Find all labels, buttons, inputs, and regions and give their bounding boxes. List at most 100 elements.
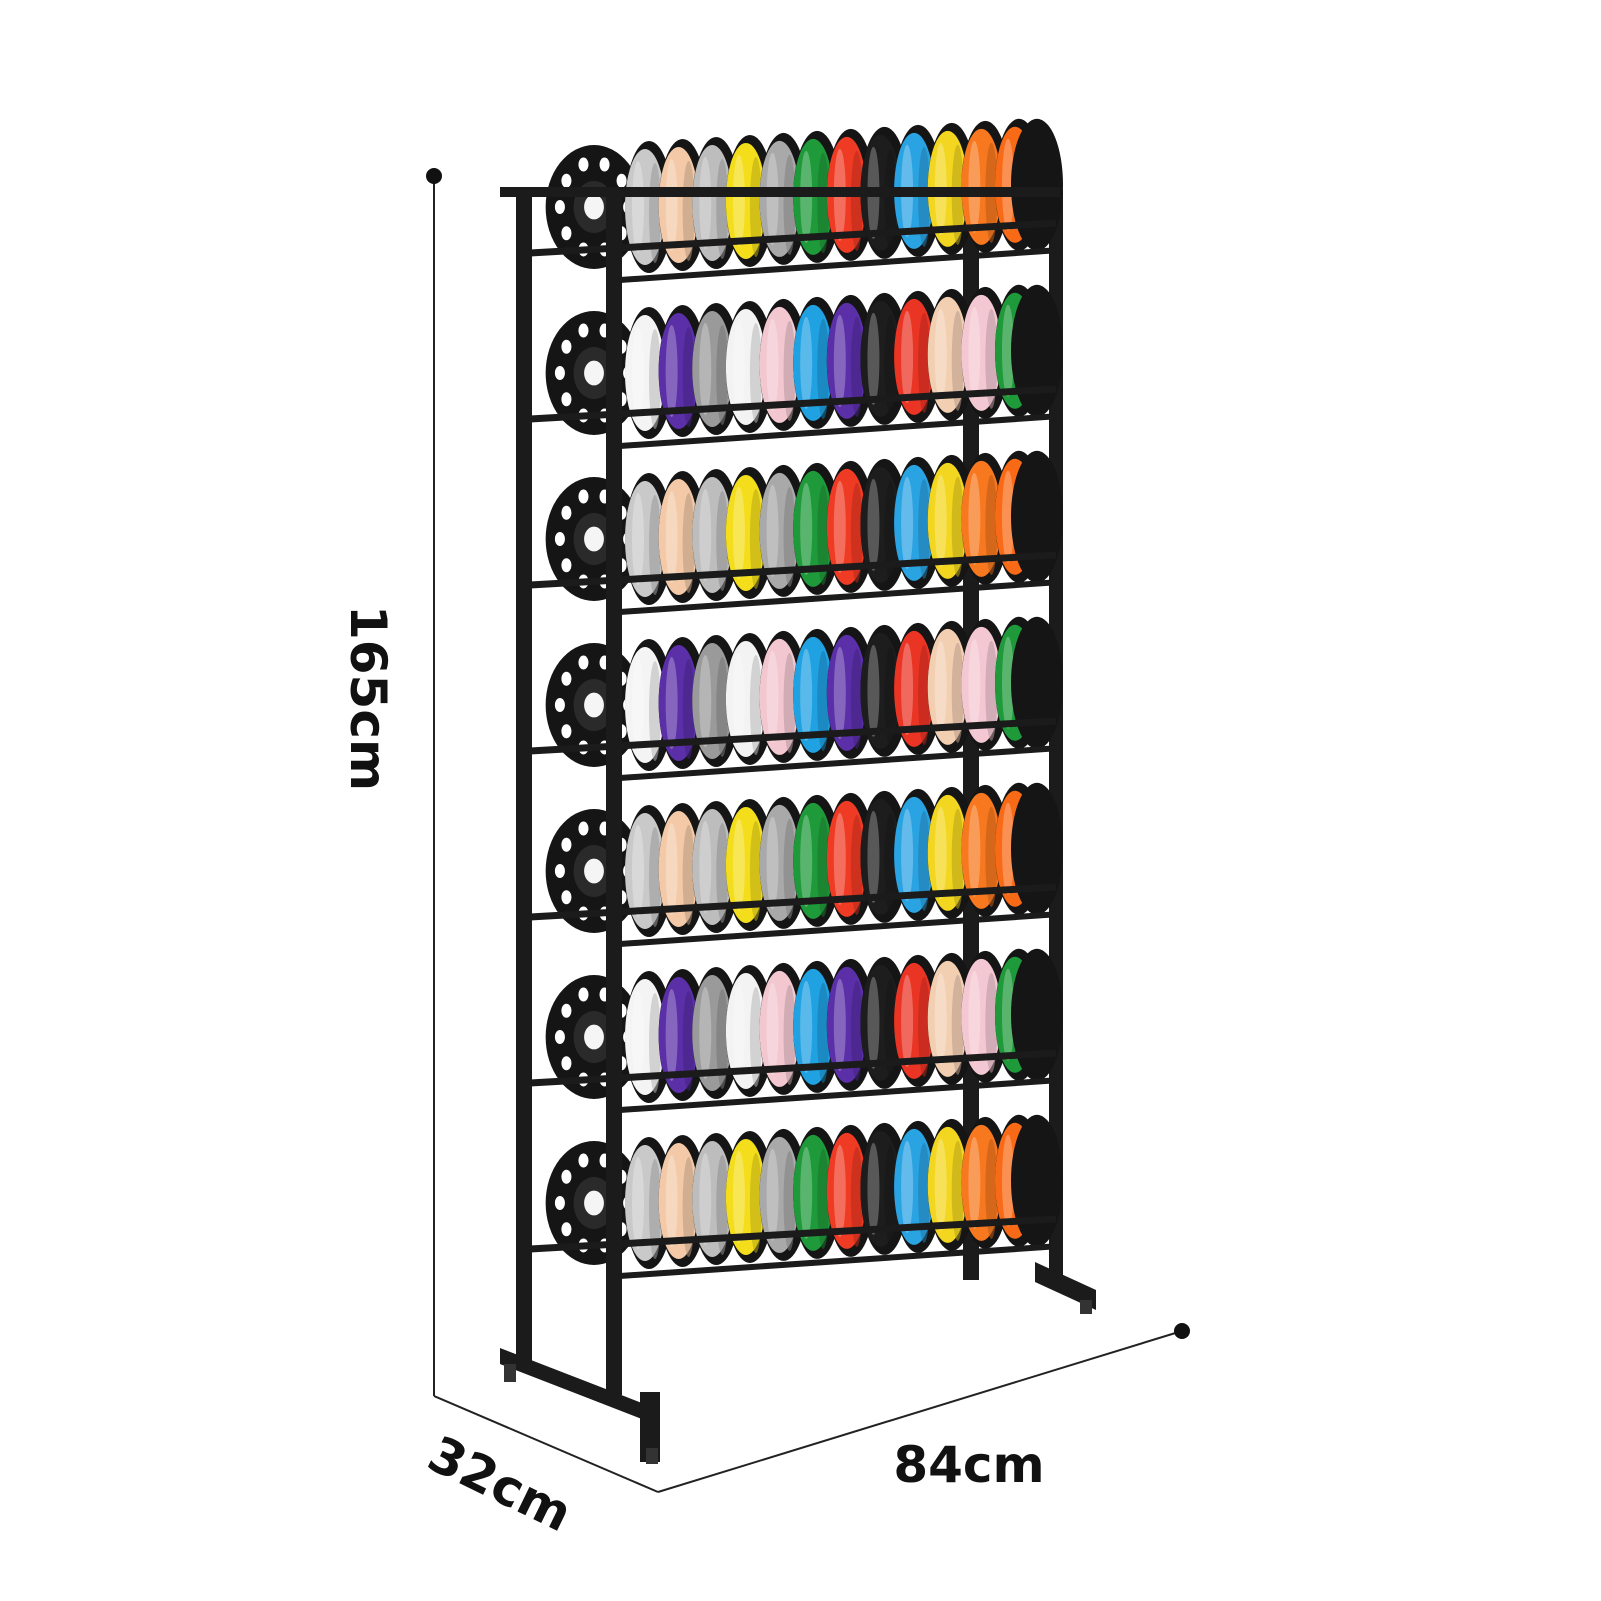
spool-shadow — [749, 322, 762, 423]
spool-shadow — [649, 1159, 661, 1259]
spool-shadow — [749, 986, 762, 1087]
spool-highlight — [665, 158, 678, 251]
spool-highlight — [766, 650, 779, 743]
support-rod-lower — [619, 745, 1061, 781]
spool-shadow — [716, 988, 729, 1089]
filament-spool — [725, 466, 774, 599]
top-crossbar — [500, 187, 1060, 197]
support-rod-lower — [619, 911, 1061, 947]
filament-spool — [961, 1116, 1010, 1249]
spool-highlight — [901, 1140, 914, 1233]
width-dimension-label: 84cm — [893, 1436, 1045, 1494]
filament-spool — [826, 958, 875, 1091]
spool-highlight — [867, 1142, 880, 1235]
spool-highlight — [632, 1157, 644, 1249]
spool-shadow — [817, 484, 830, 585]
spool-highlight — [867, 478, 880, 571]
spool-shadow — [749, 654, 762, 755]
spool-shadow — [783, 818, 796, 919]
spool-shadow — [783, 154, 796, 255]
spool-highlight — [665, 490, 678, 583]
filament-spool — [759, 962, 808, 1095]
spool-shadow — [817, 650, 830, 751]
spool-highlight — [732, 818, 745, 911]
spool-shadow — [716, 324, 729, 425]
filament-spool — [927, 620, 976, 753]
spool-highlight — [901, 808, 914, 901]
right-foot — [1035, 1262, 1096, 1310]
filament-spool — [927, 288, 976, 421]
spool-shadow — [749, 1152, 762, 1253]
spool-highlight — [867, 976, 880, 1069]
spool-highlight — [833, 480, 846, 573]
spool-shadow — [817, 816, 830, 917]
reel-hole — [578, 821, 589, 836]
spool-shadow — [850, 1146, 863, 1247]
reel-hole — [578, 323, 589, 338]
support-rod-lower — [619, 247, 1061, 283]
spool-shadow — [716, 822, 729, 923]
spool-shadow — [749, 820, 762, 921]
spool-highlight — [732, 486, 745, 579]
reel-hub-center — [584, 526, 604, 552]
spool-highlight — [699, 322, 712, 415]
spool-shadow — [985, 806, 998, 907]
spool-shadow — [951, 1140, 964, 1241]
spool-highlight — [867, 312, 880, 405]
height-end-dot — [426, 168, 442, 184]
left-foot-leveler — [504, 1364, 516, 1382]
filament-spool — [860, 1122, 909, 1255]
spool-shadow — [951, 476, 964, 577]
filament-spool — [793, 628, 842, 761]
filament-spool — [692, 1132, 741, 1265]
filament-spool — [759, 132, 808, 265]
spool-shadow — [749, 156, 762, 257]
filament-spool — [692, 800, 741, 933]
filament-spool — [860, 790, 909, 923]
spool-highlight — [1002, 1134, 1014, 1227]
reel-hub-center — [584, 858, 604, 884]
spool-highlight — [867, 810, 880, 903]
reel-hole — [554, 1196, 565, 1210]
reel-hole — [561, 558, 572, 573]
spool-highlight — [632, 825, 644, 917]
spool-highlight — [766, 816, 779, 909]
spool-shadow — [951, 310, 964, 411]
spool-shadow — [817, 152, 830, 253]
filament-spool — [860, 624, 909, 757]
spool-highlight — [867, 644, 880, 737]
spool-shadow — [682, 492, 695, 593]
spool-shadow — [682, 160, 695, 261]
reel-hole — [578, 655, 589, 670]
spool-shadow — [985, 972, 998, 1073]
filament-spool — [793, 960, 842, 1093]
depth-dimension-line — [433, 1395, 659, 1493]
spool-highlight — [800, 648, 813, 741]
filament-spool — [894, 456, 943, 589]
spool-shadow — [817, 1148, 830, 1249]
spool-highlight — [1002, 802, 1014, 895]
spool-highlight — [934, 474, 947, 567]
spool-shadow — [817, 318, 830, 419]
spool-shadow — [850, 150, 863, 251]
spool-highlight — [632, 991, 644, 1083]
reel-hole — [561, 339, 572, 354]
reel-hole — [561, 671, 572, 686]
spool-highlight — [699, 986, 712, 1079]
width-end-dot — [1174, 1323, 1190, 1339]
reel-hub-center — [584, 692, 604, 718]
reel-hole — [561, 1056, 572, 1071]
spool-reel-right — [1011, 1114, 1063, 1247]
filament-spool — [692, 302, 741, 435]
spool-highlight — [699, 488, 712, 581]
reel-hole — [561, 392, 572, 407]
spool-shadow — [682, 990, 695, 1091]
spool-highlight — [766, 982, 779, 1075]
spool-highlight — [732, 984, 745, 1077]
height-dimension-label: 165cm — [339, 604, 397, 792]
filament-spool — [961, 618, 1010, 751]
spool-reel-right — [1011, 284, 1063, 417]
spool-highlight — [833, 812, 846, 905]
spool-shadow — [951, 642, 964, 743]
spool-highlight — [800, 1146, 813, 1239]
